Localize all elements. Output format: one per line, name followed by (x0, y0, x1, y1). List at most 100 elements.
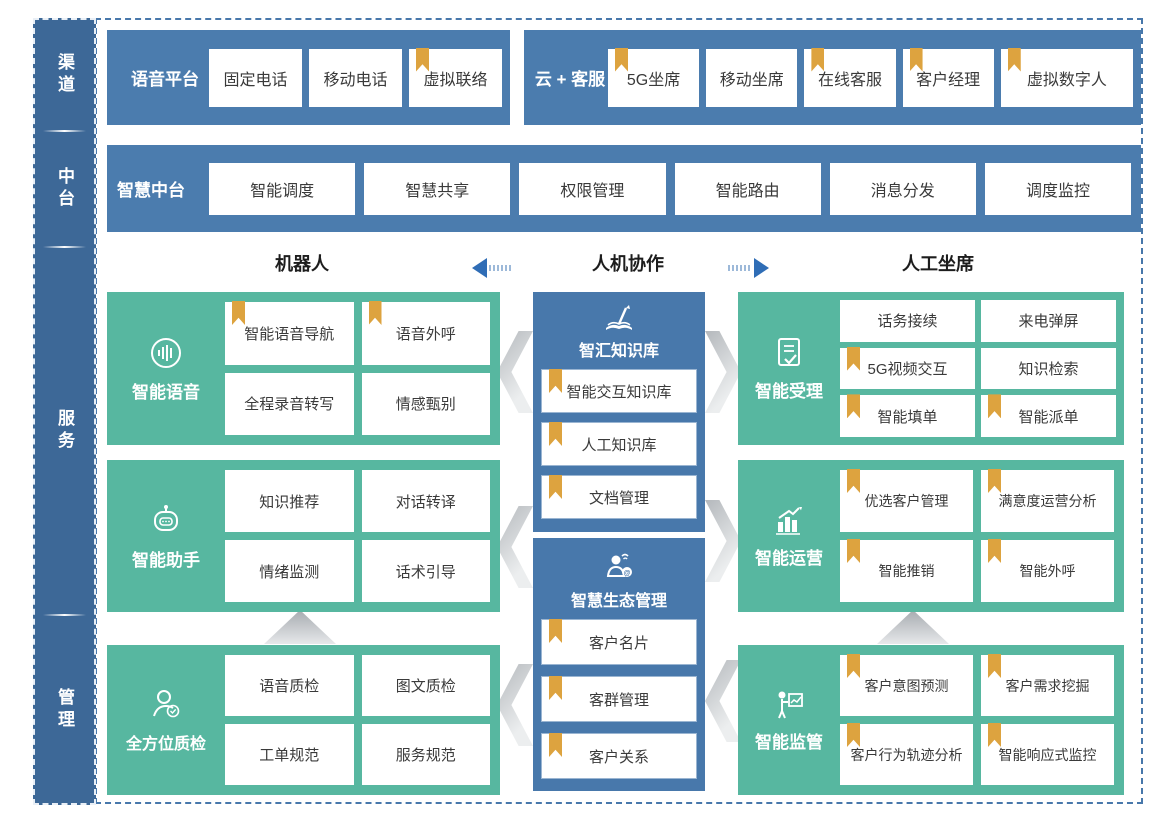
feature-item-label: 智能推销 (878, 563, 935, 579)
middle-platform-item-label: 消息分发 (870, 182, 935, 200)
feature-item-label: 智能外呼 (1019, 563, 1076, 579)
diagram-dashed-border (95, 18, 1143, 804)
feature-item: 服务规范 (361, 724, 490, 785)
smart-assistant-block: 智能助手 知识推荐 对话转译 情绪监测 话术引导 (107, 460, 500, 612)
feature-item-label: 语音外呼 (395, 325, 456, 343)
feature-item: 智能推销 (840, 539, 973, 602)
bookmark-icon (811, 47, 825, 72)
layer-management: 管理 (35, 616, 94, 803)
bookmark-icon (1007, 47, 1021, 72)
feature-item: 智能响应式监控 (981, 723, 1114, 785)
channel-item: 移动坐席 (706, 48, 798, 107)
feature-item: 话务接续 (840, 300, 975, 342)
ecosystem-item: 客户名片 (541, 619, 697, 665)
layer-channel: 渠道 (35, 20, 94, 130)
feature-item-label: 语音质检 (259, 678, 320, 695)
feature-item-label: 智能派单 (1018, 408, 1079, 426)
middle-platform-item: 调度监控 (984, 162, 1132, 215)
feature-item: 情感甄别 (361, 372, 490, 435)
channel-item-label: 虚拟联络 (423, 71, 488, 89)
bookmark-icon (988, 654, 1001, 678)
feature-item-label: 智能填单 (877, 408, 938, 426)
block-title: 全方位质检 (125, 736, 206, 753)
bookmark-icon (232, 301, 245, 325)
feature-item-label: 满意度运营分析 (998, 493, 1097, 509)
channel-item: 5G坐席 (608, 47, 700, 107)
quality-inspection-block: 全方位质检 语音质检 图文质检 工单规范 服务规范 (107, 645, 500, 795)
feature-item: 客户需求挖掘 (981, 654, 1114, 716)
feature-item: 图文质检 (361, 655, 490, 716)
feature-item: 客户行为轨迹分析 (840, 723, 973, 785)
feature-item: 情绪监测 (225, 540, 354, 602)
knowledge-item: 文档管理 (541, 475, 697, 519)
feature-item-label: 对话转译 (395, 493, 456, 511)
document-check-icon (778, 338, 800, 366)
smart-middle-platform-title: 智慧中台 (117, 181, 185, 200)
channel-item-label: 在线客服 (817, 71, 882, 89)
feature-item: 5G视频交互 (840, 346, 975, 390)
feature-item-label: 全程录音转写 (244, 396, 335, 414)
bookmark-icon (847, 346, 860, 371)
feature-item-label: 图文质检 (395, 678, 456, 695)
cloud-service-title: 云 + 客服 (534, 70, 606, 89)
arrowhead-left-icon (472, 258, 487, 278)
feature-item-label: 5G视频交互 (867, 360, 948, 378)
ecosystem-item-label: 客户名片 (588, 634, 649, 652)
layer-channel-label: 渠道 (55, 53, 74, 97)
bookmark-icon (847, 723, 860, 747)
bookmark-icon (847, 394, 860, 419)
panel-title: 智汇知识库 (578, 343, 659, 360)
bookmark-icon (988, 723, 1001, 747)
channel-item-label: 虚拟数字人 (1026, 71, 1107, 89)
bookmark-icon (368, 301, 382, 325)
middle-platform-item: 智慧共享 (364, 162, 511, 215)
middle-platform-item-label: 权限管理 (560, 182, 625, 200)
feature-item: 对话转译 (361, 470, 490, 532)
smart-middle-platform-panel: 智慧中台 智能调度 智慧共享 权限管理 智能路由 消息分发 调度监控 (107, 145, 1141, 232)
bookmark-icon (847, 469, 860, 493)
voice-platform-panel: 语音平台 固定电话 移动电话 虚拟联络 (107, 30, 510, 125)
feature-item-label: 工单规范 (259, 747, 320, 764)
feature-item-label: 知识推荐 (259, 493, 320, 511)
block-title: 智能运营 (755, 548, 823, 568)
feature-item: 智能填单 (840, 394, 975, 437)
channel-item: 固定电话 (209, 48, 302, 107)
feature-item: 满意度运营分析 (981, 469, 1114, 532)
bookmark-icon (549, 619, 562, 643)
arrow-right-icon (728, 258, 769, 278)
middle-platform-item: 权限管理 (519, 162, 666, 215)
arrowhead-right-icon (754, 258, 769, 278)
block-title: 智能语音 (132, 383, 200, 402)
block-title: 智能监管 (755, 732, 823, 752)
bookmark-icon (549, 733, 562, 757)
bookmark-icon (988, 539, 1001, 563)
layer-management-label: 管理 (55, 687, 74, 732)
feature-item-label: 客户需求挖掘 (1005, 677, 1090, 694)
ecosystem-management-panel: @ 智慧生态管理 客户名片 客群管理 客户关系 (533, 538, 705, 791)
feature-item-label: 智能语音导航 (244, 325, 335, 343)
bookmark-icon (549, 676, 562, 700)
middle-platform-item-label: 智能调度 (250, 182, 315, 200)
feature-item-label: 来电弹屏 (1018, 313, 1079, 331)
ecosystem-item: 客群管理 (541, 676, 697, 722)
feature-item: 来电弹屏 (981, 300, 1116, 342)
feature-item: 工单规范 (225, 724, 354, 785)
bookmark-icon (988, 394, 1001, 419)
knowledge-base-panel: 智汇知识库 智能交互知识库 人工知识库 文档管理 (533, 292, 705, 532)
feature-item: 知识检索 (981, 347, 1116, 390)
arrow-left-icon (472, 258, 513, 278)
layer-divider (43, 614, 86, 616)
chart-growth-icon (776, 506, 802, 535)
feature-item: 智能外呼 (981, 539, 1114, 602)
feature-item-label: 服务规范 (395, 747, 456, 764)
knowledge-book-icon (606, 305, 632, 330)
knowledge-item-label: 智能交互知识库 (566, 383, 672, 401)
arrow-dash-tail (489, 265, 513, 271)
layer-divider (43, 130, 86, 132)
middle-platform-item-label: 调度监控 (1025, 182, 1090, 200)
monitor-board-icon (778, 691, 803, 718)
middle-platform-item: 消息分发 (829, 162, 976, 215)
inspector-person-icon (153, 690, 180, 718)
bookmark-icon (909, 47, 923, 72)
